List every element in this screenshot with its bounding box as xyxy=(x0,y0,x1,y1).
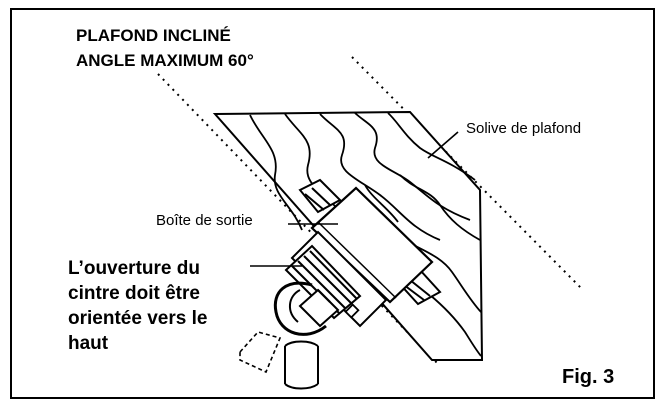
note-line-3: orientée vers le xyxy=(68,308,208,329)
outlet-box-label: Boîte de sortie xyxy=(156,212,253,229)
hook-screw xyxy=(344,303,360,319)
joist-label: Solive de plafond xyxy=(466,120,582,137)
title-line-1: PLAFOND INCLINÉ xyxy=(76,26,231,45)
hanger-hook xyxy=(273,281,327,336)
figure-label: Fig. 3 xyxy=(562,366,615,388)
canopy-fitting xyxy=(284,244,362,328)
note-line-4: haut xyxy=(68,333,109,354)
joist-leader xyxy=(427,131,459,159)
title-line-2: ANGLE MAXIMUM 60° xyxy=(76,51,254,70)
note-line-2: cintre doit être xyxy=(68,283,200,304)
upper-bracket xyxy=(298,178,342,214)
downrod xyxy=(284,340,319,390)
note-line-1: L’ouverture du xyxy=(68,258,200,279)
ball-joint-outline xyxy=(239,331,282,374)
